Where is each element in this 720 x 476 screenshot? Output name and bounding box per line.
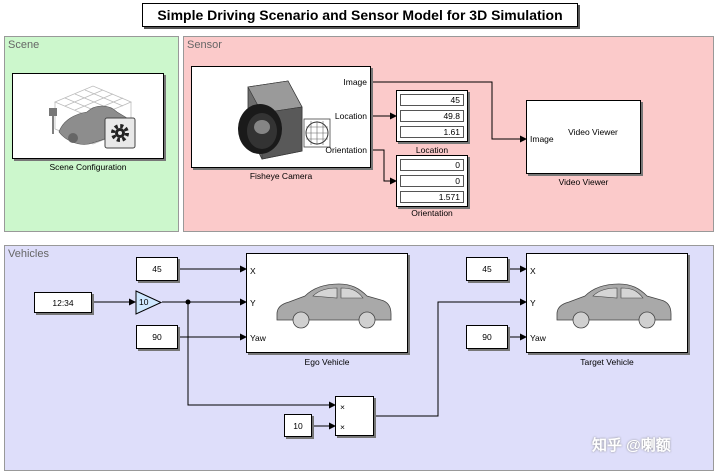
ego-vehicle-caption: Ego Vehicle [304,357,350,367]
ego-yaw-constant[interactable]: 90 [136,325,178,349]
orientation-value-2: 0 [400,175,464,187]
diagram-title: Simple Driving Scenario and Sensor Model… [142,3,578,27]
scene-configuration-block[interactable] [12,73,164,159]
target-yaw-constant[interactable]: 90 [466,325,508,349]
fisheye-camera-caption: Fisheye Camera [249,171,313,181]
camera-location-port: Location [334,111,367,121]
ego-car-icon [276,283,392,329]
ego-yaw-port: Yaw [250,333,266,343]
gain-triangle [135,290,163,315]
location-value-1: 45 [400,94,464,106]
ego-y-port: Y [250,298,256,308]
video-viewer-caption: Video Viewer [558,177,609,187]
target-y-port: Y [530,298,536,308]
camera-orientation-port: Orientation [325,145,367,155]
video-viewer-label: Video Viewer [568,127,618,137]
location-display-caption: Location [415,145,449,155]
scene-configuration-caption: Scene Configuration [49,162,127,172]
product-input-2: × [340,422,345,432]
product-input-1: × [340,402,345,412]
ego-x-constant[interactable]: 45 [136,257,178,281]
fisheye-camera-icon [238,80,331,160]
ego-x-port: X [250,266,256,276]
target-x-constant[interactable]: 45 [466,257,508,281]
clock-block[interactable]: 12:34 [34,292,92,313]
orientation-display-caption: Orientation [411,208,453,218]
target-vehicle-caption: Target Vehicle [580,357,634,367]
target-yaw-port: Yaw [530,333,546,343]
location-display[interactable]: 45 49.8 1.61 [396,90,468,142]
orientation-value-1: 0 [400,159,464,171]
gain-value: 10 [139,297,149,307]
location-value-3: 1.61 [400,126,464,138]
gain-block[interactable]: 10 [135,290,163,315]
product-constant[interactable]: 10 [284,414,312,437]
scene-configuration-icon [49,85,136,149]
target-x-port: X [530,266,536,276]
scene-area-label: Scene [8,39,40,51]
target-car-icon [556,283,672,329]
fisheye-camera-block[interactable]: Image Location Orientation [191,66,371,168]
orientation-display[interactable]: 0 0 1.571 [396,155,468,207]
orientation-value-3: 1.571 [400,191,464,203]
sensor-area-label: Sensor [187,39,222,51]
video-viewer-block[interactable]: Image Video Viewer [526,100,641,174]
video-viewer-image-port: Image [530,134,554,144]
vehicles-area-label: Vehicles [8,248,49,260]
camera-image-port: Image [343,77,367,87]
ego-vehicle-block[interactable]: X Y Yaw [246,253,408,353]
product-block[interactable]: × × [335,396,374,436]
location-value-2: 49.8 [400,110,464,122]
watermark: 知乎 @喇额 [592,437,671,454]
target-vehicle-block[interactable]: X Y Yaw [526,253,688,353]
